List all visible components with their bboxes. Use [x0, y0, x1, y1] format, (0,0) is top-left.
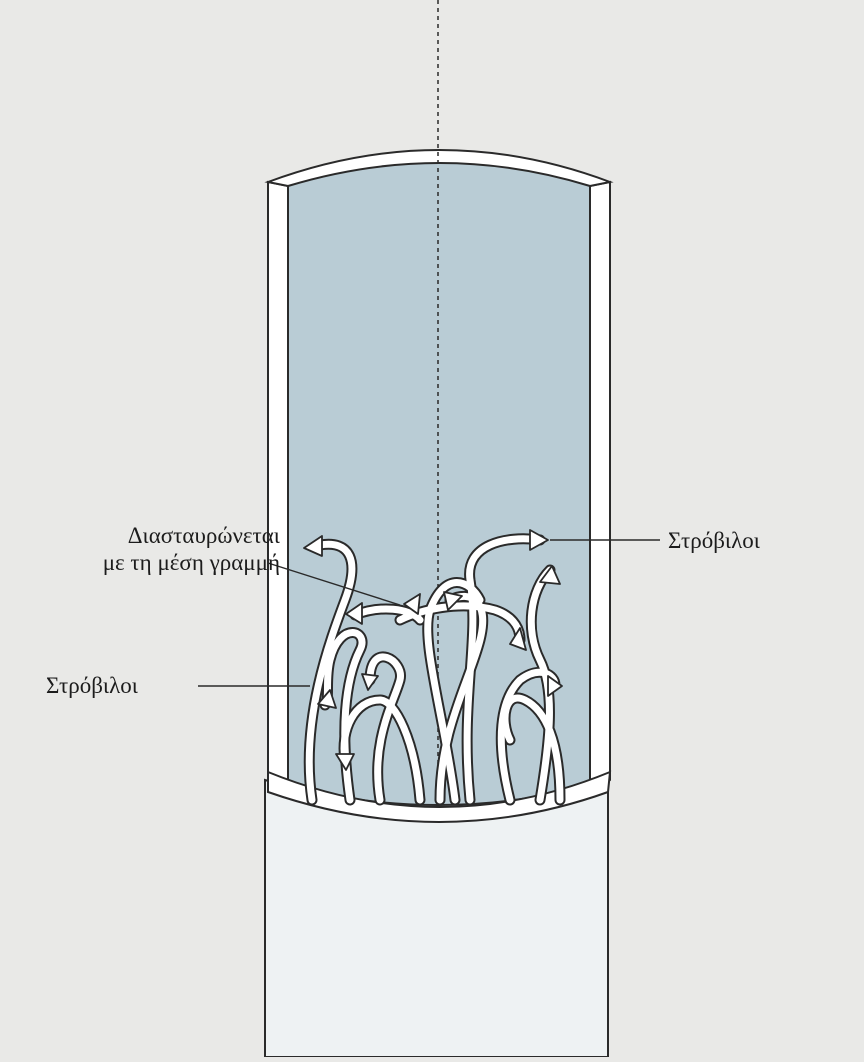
pipe-wall-left: [268, 182, 288, 793]
pipe-wall-right: [590, 182, 610, 793]
label-crosses-midline-line1: Διασταυρώνεται: [10, 522, 280, 549]
label-crosses-midline: Διασταυρώνεται με τη μέση γραμμή: [10, 522, 280, 576]
label-vortices-right: Στρόβιλοι: [668, 527, 760, 554]
label-crosses-midline-line2: με τη μέση γραμμή: [10, 549, 280, 576]
label-vortices-left: Στρόβιλοι: [46, 672, 138, 699]
